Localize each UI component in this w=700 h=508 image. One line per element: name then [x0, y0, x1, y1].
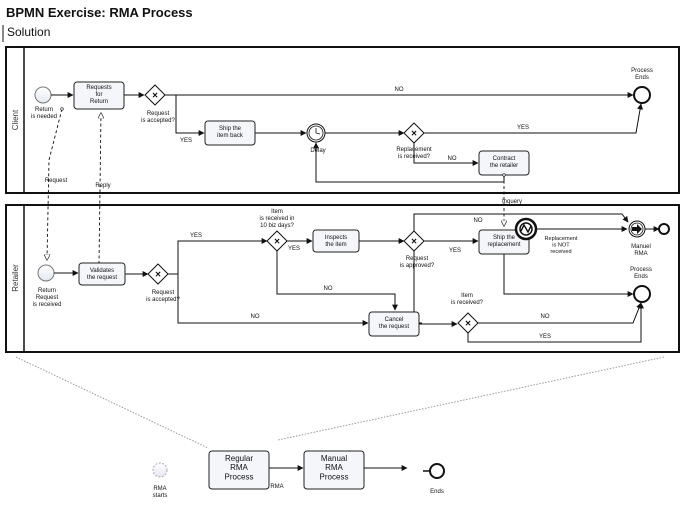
flow-label-no-mid: NO — [324, 286, 333, 292]
flow-label-no-approved: NO — [474, 218, 483, 224]
client-start-event — [34, 86, 52, 104]
gateway-item-received-10: × — [266, 230, 288, 252]
retailer-pool-label: Retailer — [11, 264, 20, 292]
client-pool — [5, 46, 680, 194]
legend-manual-process — [303, 450, 365, 490]
timer-label: Delay — [310, 148, 325, 154]
flow-label-yes-item: YES — [539, 334, 551, 340]
client-end-event — [633, 86, 651, 104]
page-title: BPMN Exercise: RMA Process — [6, 5, 193, 20]
legend-arrow-label: RMA — [270, 484, 283, 490]
flow-label-no-bottom: NO — [251, 314, 260, 320]
svg-text:×: × — [155, 270, 161, 281]
retailer-end-event — [633, 285, 651, 303]
gateway-request-approved: × — [403, 230, 425, 252]
flow-label-yes-ship: YES — [180, 138, 192, 144]
svg-text:×: × — [152, 91, 158, 102]
flow-label-no-item: NO — [541, 314, 550, 320]
flow-label-yes-inspect: YES — [288, 246, 300, 252]
legend-start-event — [152, 462, 168, 478]
client-pool-label: Client — [11, 109, 20, 130]
manual-rma-event — [628, 220, 646, 238]
flow-label-yes-approved: YES — [449, 248, 461, 254]
svg-text:×: × — [411, 237, 417, 248]
gateway-retailer-accepted: × — [147, 263, 169, 285]
boundary-timer-event — [514, 217, 538, 241]
timer-event — [306, 123, 326, 143]
svg-text:×: × — [274, 237, 280, 248]
message-label-request: Request — [45, 178, 68, 184]
gateway-client-accepted: × — [144, 84, 166, 106]
svg-text:×: × — [465, 319, 471, 330]
flow-label-no-top: NO — [395, 87, 404, 93]
page-subtitle: Solution — [7, 25, 51, 39]
legend-regular-process — [208, 450, 270, 490]
message-label-reply: Reply — [95, 183, 110, 189]
retailer-start-event — [37, 264, 55, 282]
flow-label-yes-retailer: YES — [190, 233, 202, 239]
flow-label-yes-client: YES — [517, 125, 529, 131]
gateway-item-received: × — [457, 312, 479, 334]
message-label-inquery: Inquery — [502, 199, 522, 205]
retailer-pool — [5, 204, 680, 353]
svg-text:×: × — [411, 129, 417, 140]
legend-end-event — [423, 463, 445, 479]
legend-end-label: Ends — [430, 489, 444, 495]
flow-label-no-contract: NO — [448, 156, 457, 162]
manual-rma-end — [658, 223, 670, 235]
gateway-replacement-received: × — [403, 122, 425, 144]
